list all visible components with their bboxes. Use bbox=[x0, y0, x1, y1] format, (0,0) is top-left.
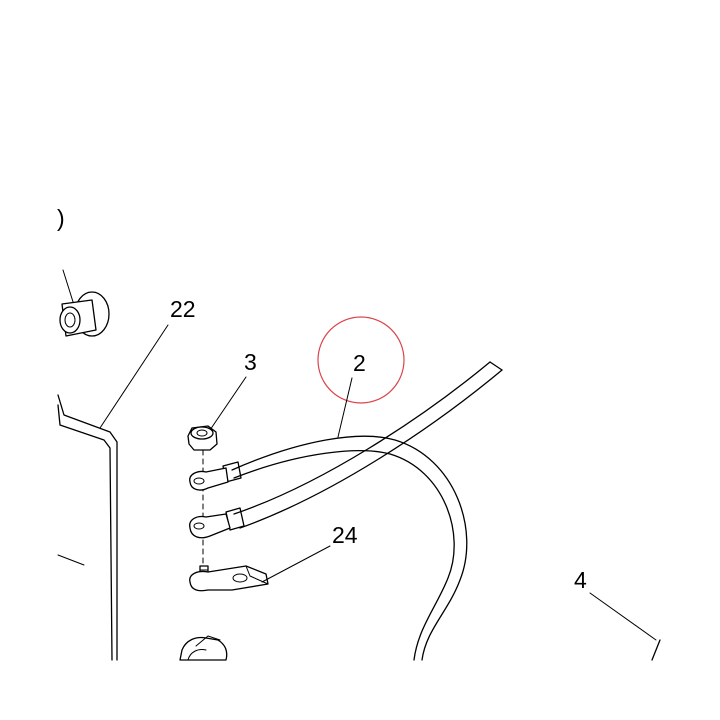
nut-3 bbox=[187, 425, 218, 451]
upper-left-bushing bbox=[59, 291, 110, 337]
callout-22: 22 bbox=[170, 296, 196, 322]
lower-left-bushing bbox=[179, 635, 228, 661]
plate-24 bbox=[189, 565, 269, 592]
bracket-22 bbox=[57, 394, 118, 661]
leader-partial-left bbox=[62, 269, 75, 306]
leader-2 bbox=[337, 377, 353, 438]
highlight-circle bbox=[317, 316, 405, 404]
leader-3 bbox=[209, 376, 247, 431]
part-4-edge bbox=[651, 639, 661, 661]
leader-22 bbox=[99, 324, 169, 429]
leader-4 bbox=[589, 592, 657, 641]
long-cable bbox=[189, 361, 503, 539]
callout-4: 4 bbox=[574, 567, 587, 593]
cable-2 bbox=[189, 435, 468, 661]
callout-24: 24 bbox=[332, 522, 358, 548]
callout-3: 3 bbox=[244, 349, 257, 375]
callout-partial-left: ) bbox=[57, 205, 65, 231]
leader-24 bbox=[261, 545, 331, 583]
callout-2: 2 bbox=[353, 350, 366, 376]
